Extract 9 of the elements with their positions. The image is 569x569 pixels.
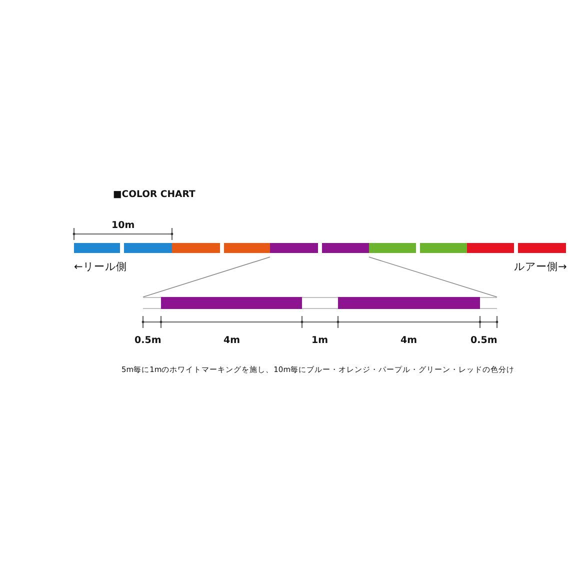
direction-label: ルアー側→ xyxy=(514,262,567,274)
dimension-label: 0.5m xyxy=(470,336,498,346)
dimension-label: 4m xyxy=(400,336,418,346)
dimension-label: 1m xyxy=(312,336,328,346)
dimension-label: 0.5m xyxy=(134,336,162,346)
dimension-label: 4m xyxy=(224,336,240,346)
direction-label: ←リール側 xyxy=(74,262,127,274)
dimension-label: 10m xyxy=(112,221,135,232)
chart-title: ■COLOR CHART xyxy=(113,190,196,200)
